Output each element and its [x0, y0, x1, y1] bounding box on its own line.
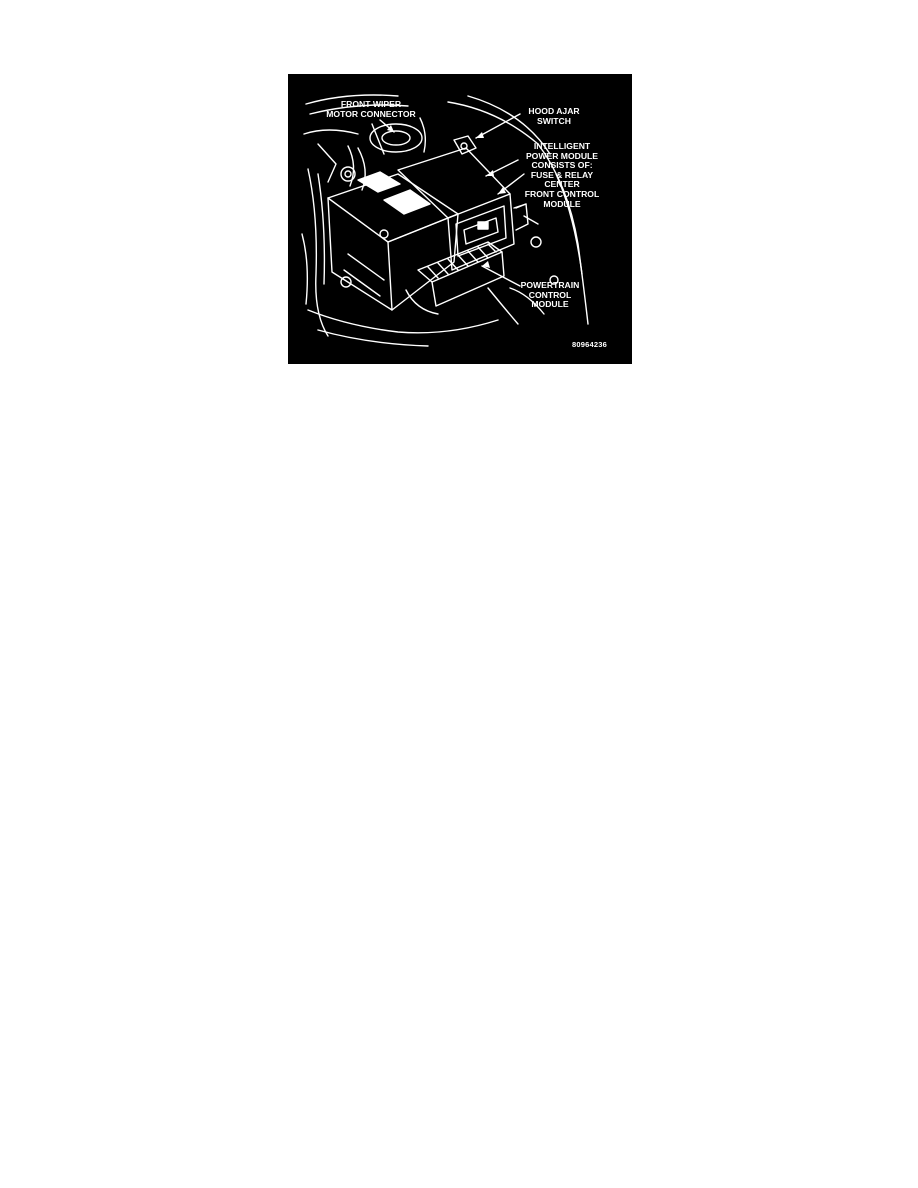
- engine-compartment-figure: FRONT WIPER MOTOR CONNECTOR HOOD AJAR SW…: [288, 74, 632, 364]
- figure-id: 80964236: [572, 340, 607, 349]
- engine-compartment-illustration: [301, 94, 589, 347]
- intelligent-power-module-label: INTELLIGENT POWER MODULE CONSISTS OF: FU…: [524, 141, 600, 209]
- hood-ajar-switch-label: HOOD AJAR SWITCH: [528, 106, 580, 126]
- powertrain-control-module-label: POWERTRAIN CONTROL MODULE: [520, 280, 580, 310]
- front-wiper-motor-connector-label: FRONT WIPER MOTOR CONNECTOR: [326, 99, 416, 119]
